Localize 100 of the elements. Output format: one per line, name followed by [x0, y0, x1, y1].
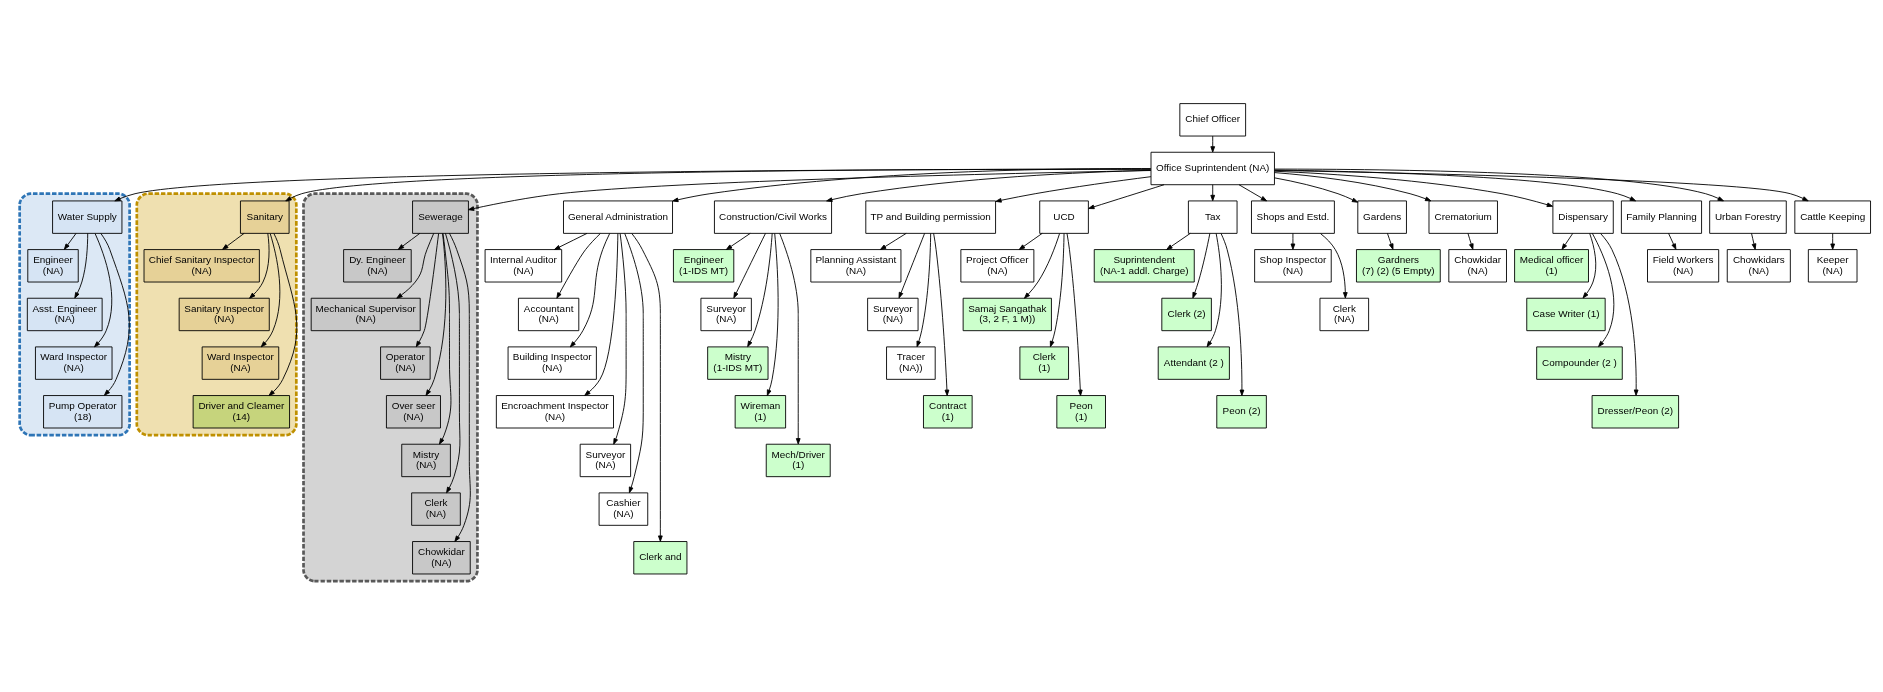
arrow — [933, 232, 950, 396]
node-box: Clerk (NA) — [1319, 297, 1370, 332]
node-box: Mechanical Supervisor (NA) — [310, 297, 421, 332]
arrow — [1467, 232, 1474, 250]
arrow — [114, 168, 1152, 202]
arrow — [467, 170, 1152, 211]
node-box: Planning Assistant (NA) — [810, 249, 902, 283]
node-box: Chowkidar (NA) — [1448, 249, 1507, 283]
node-box: Clerk (NA) — [411, 492, 461, 526]
node-box: Gardens — [1357, 200, 1407, 234]
node-box: Chief Officer — [1179, 103, 1247, 137]
arrow — [1049, 233, 1065, 348]
arrow — [1066, 232, 1083, 396]
arrow — [222, 232, 245, 250]
arrow — [1274, 170, 1554, 208]
arrow — [425, 233, 447, 396]
node-box: Surveyor (NA) — [700, 297, 752, 332]
node-box: Gardners (7) (2) (5 Empty) — [1356, 249, 1441, 283]
arrow — [1274, 177, 1359, 203]
node-box: Accountant (NA) — [517, 297, 580, 332]
node-box: Attendant (2 ) — [1157, 346, 1230, 380]
arrow — [725, 232, 751, 250]
node-box: Dy. Engineer (NA) — [343, 249, 412, 283]
node-box: Chowkidars (NA) — [1726, 249, 1791, 283]
arrow — [1192, 233, 1211, 299]
arrow — [766, 233, 779, 396]
arrow — [631, 233, 663, 542]
node-box: General Administration — [563, 200, 673, 234]
arrow — [916, 233, 932, 348]
arrow — [1166, 232, 1191, 250]
arrow — [1238, 184, 1268, 202]
node-box: Cashier (NA) — [598, 492, 649, 526]
arrow — [826, 169, 1152, 202]
node-box: Engineer (NA) — [27, 249, 79, 283]
arrow — [439, 232, 452, 445]
node-box: Wireman (1) — [734, 395, 787, 429]
node-box: Encroachment Inspector (NA) — [495, 395, 614, 429]
node-box: Asst. Engineer (NA) — [26, 297, 103, 332]
node-box: Samaj Sangathak (3, 2 F, 1 M)) — [962, 297, 1052, 332]
node-box: Ward Inspector (NA) — [35, 346, 113, 380]
arrow — [1210, 184, 1216, 202]
arrow — [1561, 232, 1574, 250]
node-box: Dresser/Peon (2) — [1591, 395, 1680, 429]
arrow — [554, 232, 588, 250]
node-box: Clerk and — [633, 541, 688, 575]
node-box: Sanitary Inspector (NA) — [178, 297, 270, 332]
arrow — [1320, 233, 1348, 299]
node-box: Medical officer (1) — [1514, 249, 1589, 283]
arrow — [1274, 170, 1809, 202]
arrow — [624, 233, 644, 494]
arrow — [613, 233, 627, 445]
arrow — [449, 232, 471, 542]
arrow — [1591, 232, 1615, 348]
arrow — [747, 232, 773, 348]
arrow — [733, 232, 766, 299]
node-box: Internal Auditor (NA) — [484, 249, 563, 283]
arrow — [1274, 168, 1724, 202]
arrow — [880, 232, 907, 250]
node-box: Operator (NA) — [380, 346, 431, 380]
node-box: Project Officer (NA) — [960, 249, 1035, 283]
node-box: Water Supply — [52, 200, 123, 234]
node-box: Suprintendent (NA-1 addl. Charge) — [1093, 249, 1195, 283]
arrow — [1088, 184, 1165, 210]
node-box: Engineer (1-IDS MT) — [672, 249, 735, 283]
node-box: Driver and Cleamer (14) — [192, 395, 290, 429]
arrow — [445, 232, 461, 494]
node-box: Over seer (NA) — [385, 395, 441, 429]
arrow — [268, 233, 298, 396]
node-box: Clerk (1) — [1019, 346, 1069, 380]
node-box: Dispensary — [1552, 200, 1614, 234]
arrow — [1600, 233, 1639, 396]
arrow — [397, 232, 421, 250]
arrow — [1830, 232, 1836, 250]
node-box: Clerk (2) — [1161, 297, 1212, 332]
arrow — [556, 233, 601, 299]
node-box: Shops and Estd. — [1251, 200, 1335, 234]
arrow — [569, 233, 611, 348]
node-box: Mistry (NA) — [401, 443, 451, 478]
node-box: Chief Sanitary Inspector (NA) — [143, 249, 260, 283]
arrow — [1274, 172, 1432, 202]
node-box: UCD — [1039, 200, 1089, 234]
node-box: Construction/Civil Works — [713, 200, 833, 234]
node-box: Peon (1) — [1056, 395, 1106, 429]
arrow — [1290, 232, 1296, 250]
arrow — [898, 232, 926, 299]
arrow — [415, 233, 440, 348]
arrow — [1024, 233, 1060, 299]
node-box: Crematorium — [1428, 200, 1498, 234]
node-box: Ward Inspector (NA) — [201, 346, 280, 380]
node-box: Peon (2) — [1216, 395, 1267, 429]
node-box: Sanitary — [240, 200, 290, 234]
node-box: Pump Operator (18) — [43, 395, 123, 429]
node-box: Mistry (1-IDS MT) — [707, 346, 769, 380]
cluster — [302, 192, 479, 583]
arrow — [1387, 232, 1394, 250]
node-box: Case Writer (1) — [1526, 297, 1606, 332]
node-box: Tax — [1187, 200, 1238, 234]
node-box: Compounder (2 ) — [1536, 346, 1623, 380]
node-box: Cattle Keeping — [1794, 200, 1871, 234]
node-box: Shop Inspector (NA) — [1254, 249, 1332, 283]
